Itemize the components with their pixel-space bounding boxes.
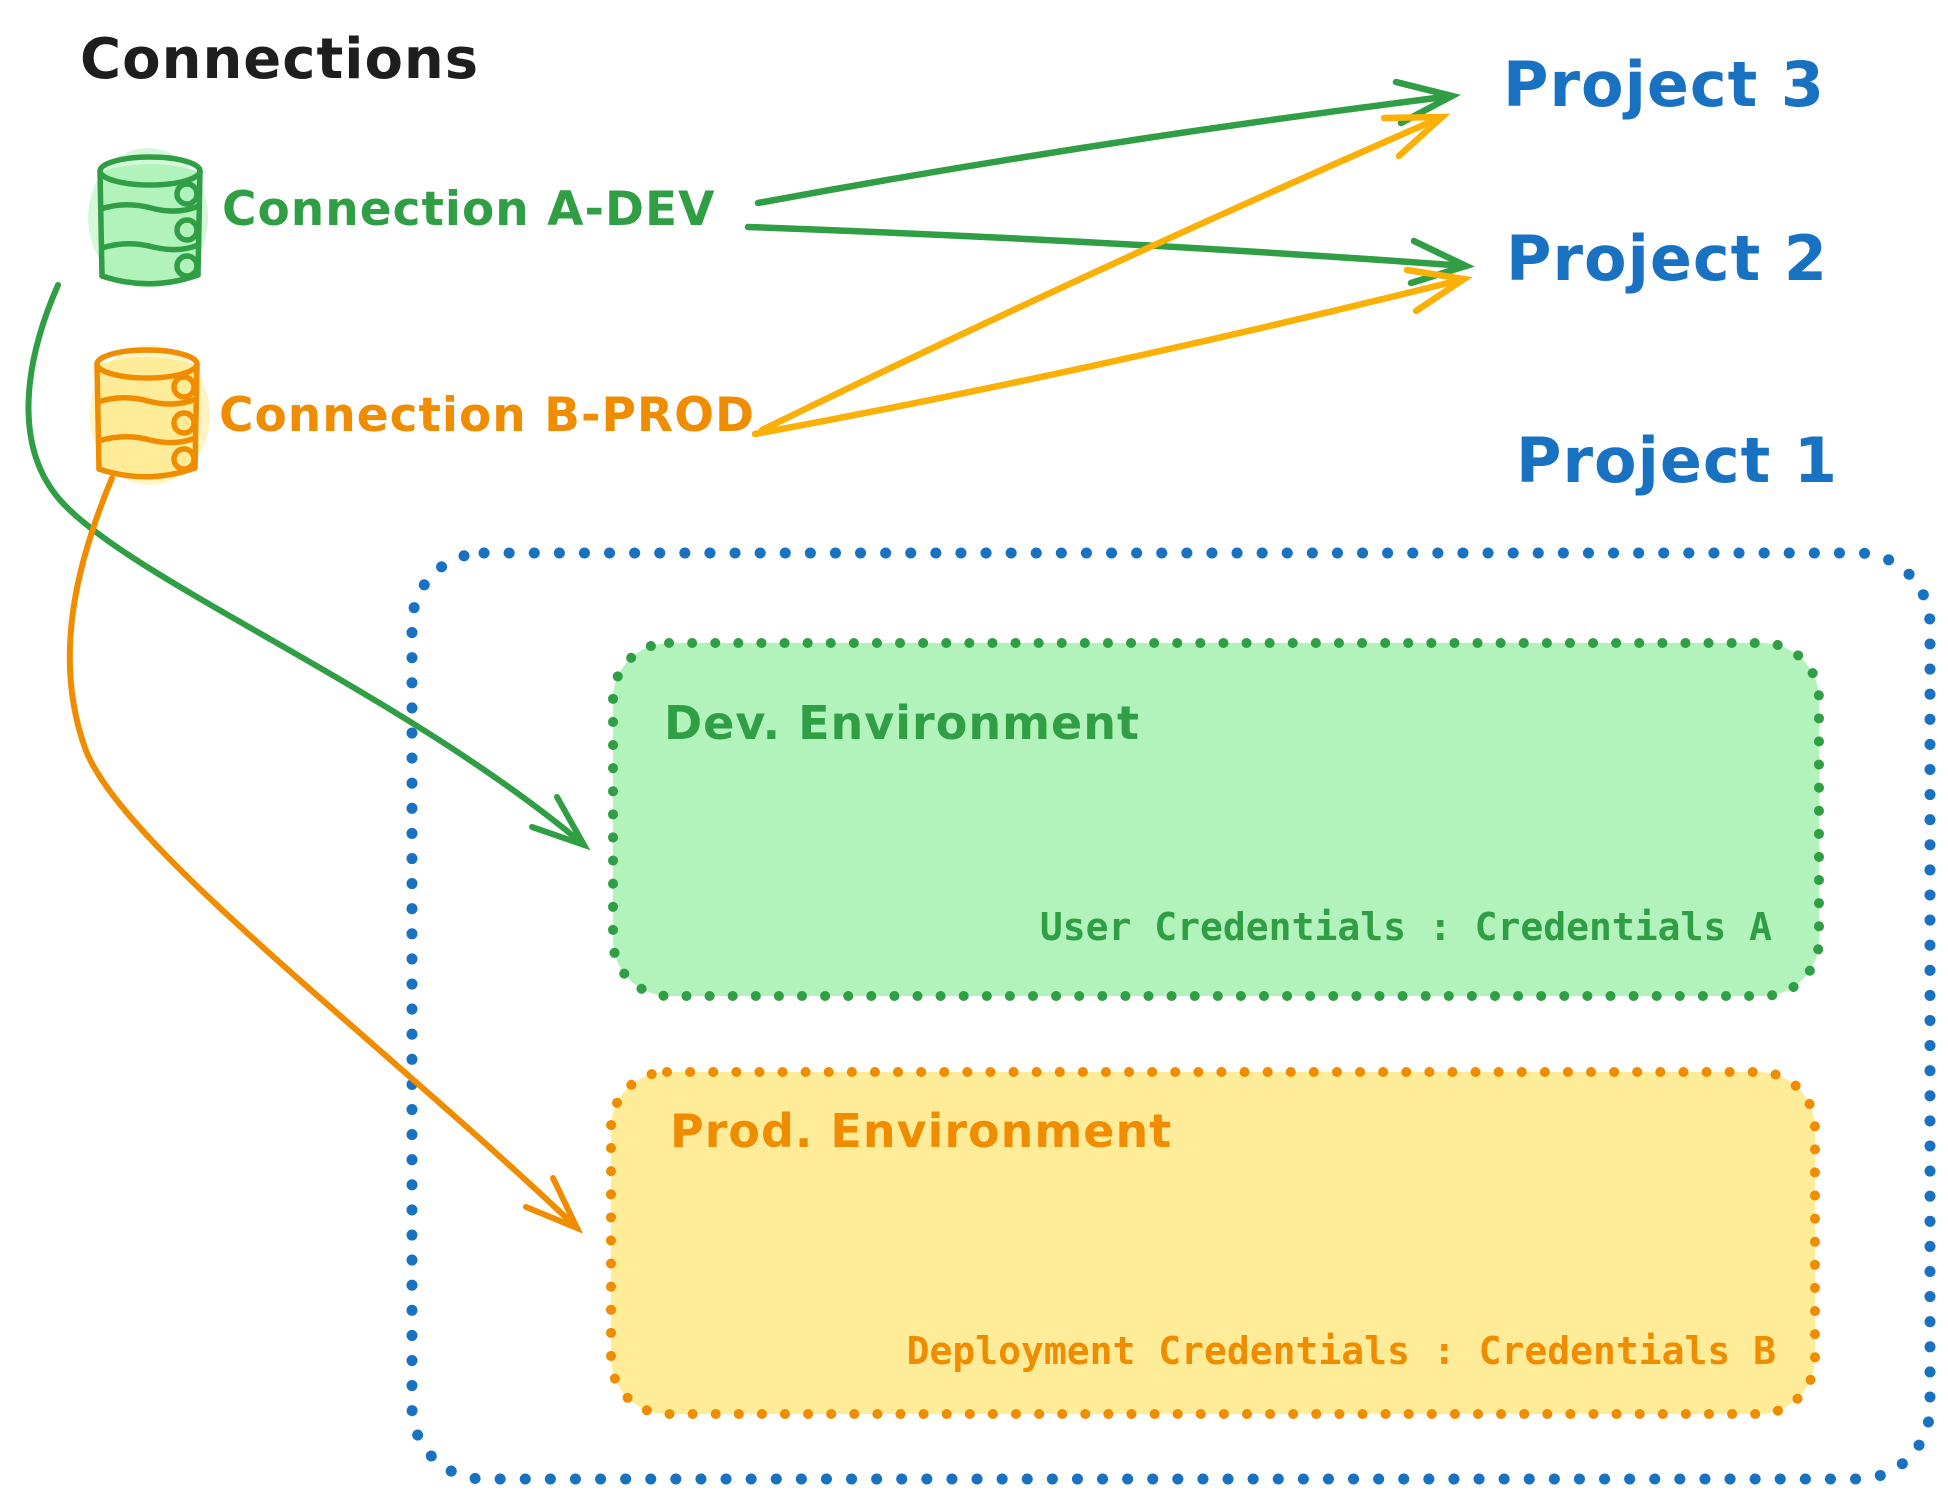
dev-environment-title: Dev. Environment (664, 696, 1140, 750)
prod-environment-title: Prod. Environment (670, 1104, 1173, 1158)
project-3-label: Project 3 (1503, 48, 1826, 121)
prod-environment-credentials: Deployment Credentials : Credentials B (906, 1329, 1776, 1373)
arrow-b-prod-to-prod-env (66, 475, 584, 1234)
prod-environment-box (606, 1067, 1820, 1419)
project-2-label: Project 2 (1506, 222, 1829, 295)
project-1-boundary-box (406, 547, 1936, 1485)
project-1-label: Project 1 (1516, 424, 1839, 497)
arrow-b-prod-to-project3 (758, 113, 1451, 434)
arrow-a-dev-to-project3 (754, 78, 1462, 207)
connection-a-dev-label: Connection A-DEV (222, 182, 716, 237)
page-title: Connections (80, 27, 480, 92)
arrow-a-dev-to-project2 (744, 223, 1475, 287)
connection-b-prod-label: Connection B-PROD (219, 388, 756, 443)
database-icon-a-dev (88, 148, 208, 288)
dev-environment-box (608, 638, 1824, 1001)
arrow-a-dev-to-dev-env (25, 282, 591, 851)
arrow-b-prod-to-project2 (751, 266, 1473, 438)
dev-environment-credentials: User Credentials : Credentials A (1039, 905, 1772, 949)
database-icon-b-prod (90, 345, 210, 485)
